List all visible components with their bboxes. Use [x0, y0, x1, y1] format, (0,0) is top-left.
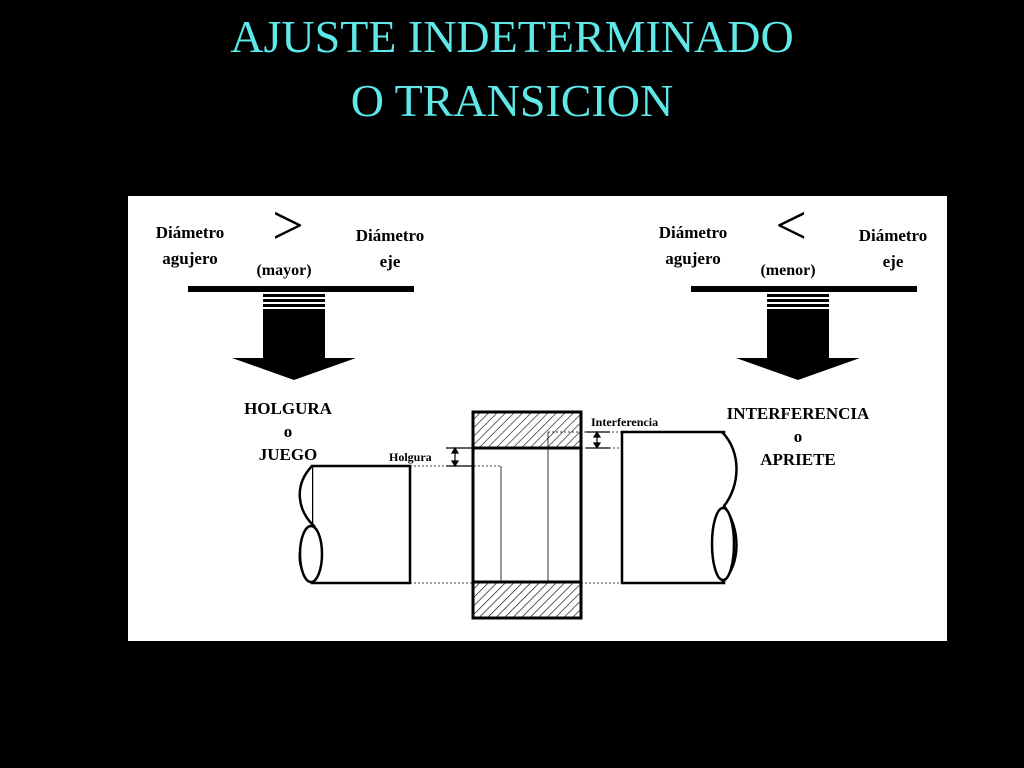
title-line-1: AJUSTE INDETERMINADO	[230, 11, 794, 62]
clearance-dimension	[446, 446, 473, 468]
left-shaft-diameter-line-2: eje	[379, 252, 401, 271]
right-result-line-2: o	[793, 427, 803, 446]
left-down-arrow	[188, 286, 414, 380]
less-than-symbol: <	[775, 195, 807, 257]
right-down-arrow	[691, 286, 917, 380]
right-result-line-3: APRIETE	[760, 450, 836, 469]
right-shaft-diameter-label: Diámetro eje	[843, 223, 943, 275]
right-hole-diameter-line-2: agujero	[665, 249, 721, 268]
left-shaft-diameter-line-1: Diámetro	[355, 226, 425, 245]
right-shaft-diameter-line-1: Diámetro	[858, 226, 928, 245]
diagram-panel: Diámetro agujero > (mayor) Diámetro eje …	[128, 196, 947, 641]
right-shaft	[620, 430, 738, 585]
right-result-line-1: INTERFERENCIA	[726, 404, 870, 423]
right-qualifier: (menor)	[760, 262, 816, 279]
left-qualifier: (mayor)	[256, 262, 312, 279]
left-hole-diameter-line-2: agujero	[162, 249, 218, 268]
left-hole-diameter-line-1: Diámetro	[155, 223, 225, 242]
fit-diagram-drawing	[188, 286, 917, 620]
interference-label: Interferencia	[591, 415, 659, 429]
right-result-label: INTERFERENCIA o APRIETE	[708, 402, 888, 471]
right-shaft-diameter-line-2: eje	[882, 252, 904, 271]
left-shaft-diameter-label: Diámetro eje	[340, 223, 440, 275]
greater-than-symbol: >	[272, 195, 304, 257]
left-shaft	[298, 464, 412, 585]
interference-dimension	[586, 430, 610, 450]
left-hole-diameter-label: Diámetro agujero	[140, 220, 240, 272]
hole-bushing	[471, 410, 583, 620]
clearance-label: Holgura	[389, 450, 432, 464]
right-hole-diameter-line-1: Diámetro	[658, 223, 728, 242]
title-line-2: O TRANSICION	[350, 75, 674, 126]
left-result-label: HOLGURA o JUEGO	[233, 397, 343, 466]
left-result-line-2: o	[283, 422, 293, 441]
left-result-line-1: HOLGURA	[244, 399, 332, 418]
right-hole-diameter-label: Diámetro agujero	[643, 220, 743, 272]
left-result-line-3: JUEGO	[258, 445, 318, 464]
